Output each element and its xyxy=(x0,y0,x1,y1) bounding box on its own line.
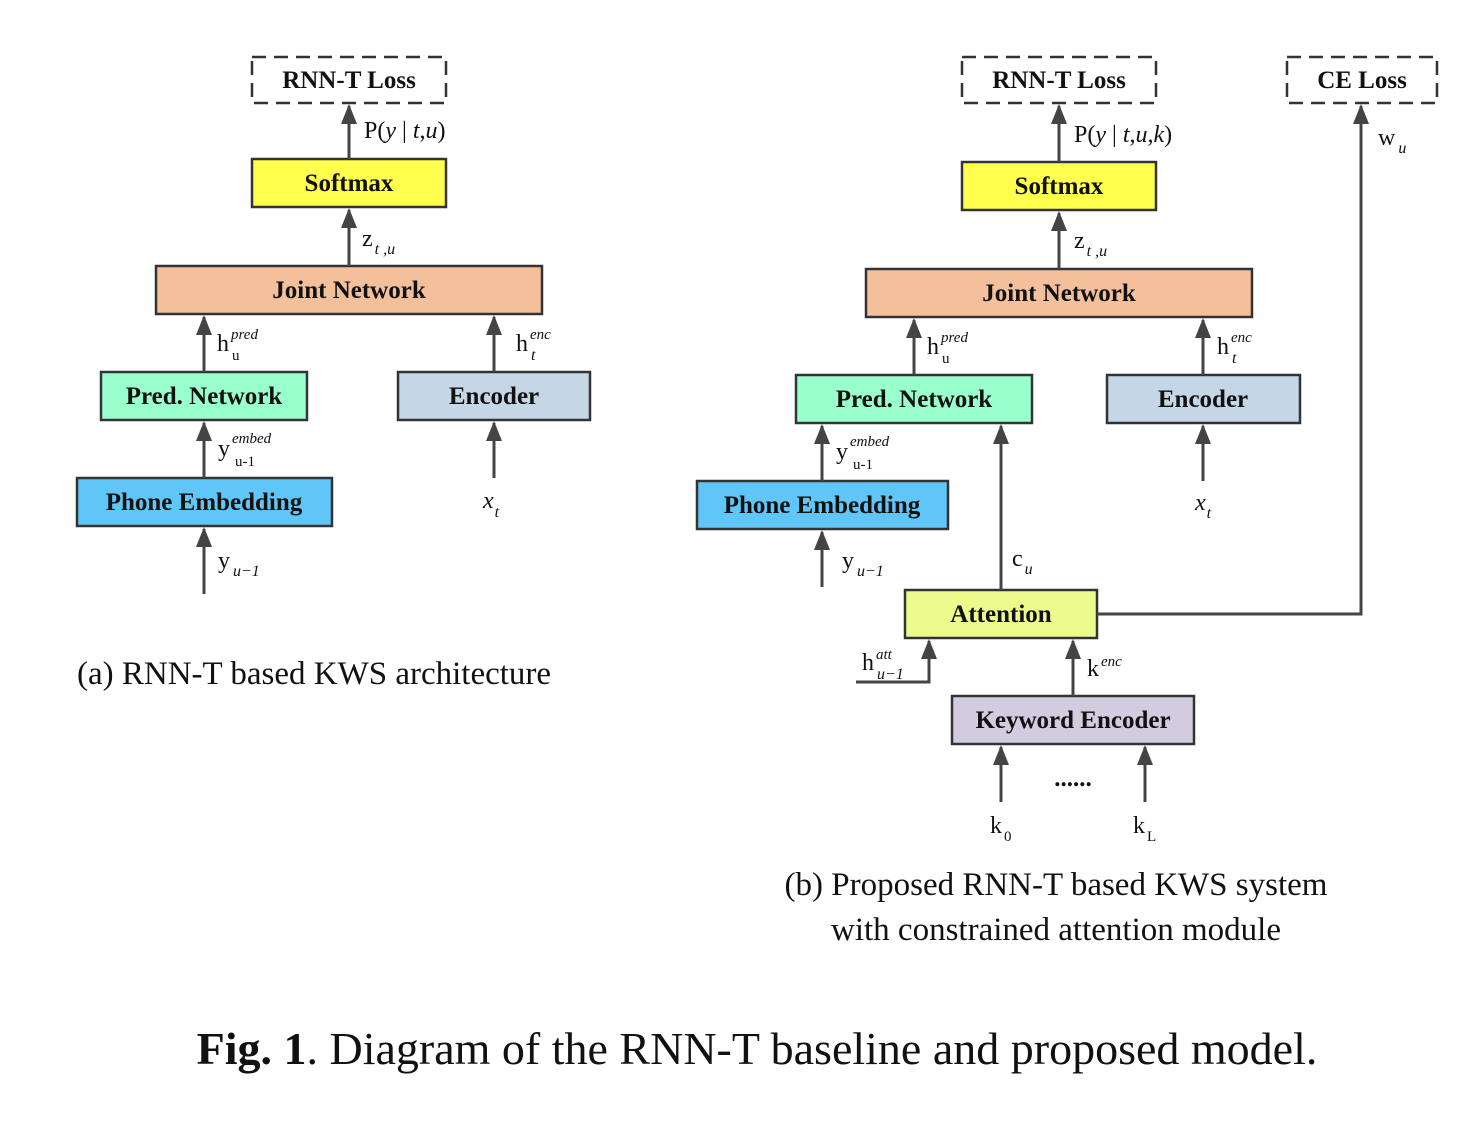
figure-caption: Fig. 1. Diagram of the RNN-T baseline an… xyxy=(197,1023,1318,1074)
panel-b-keyword-ellipsis: ...... xyxy=(1054,765,1092,792)
panel-b: RNN-T Loss CE Loss Softmax Joint Network… xyxy=(695,55,1439,948)
panel-a-phone-embedding-label: Phone Embedding xyxy=(106,489,303,516)
panel-b-attention-label: Attention xyxy=(950,601,1051,628)
panel-a-joint-network-box xyxy=(154,264,544,316)
panel-b-softmax-label: Softmax xyxy=(1015,173,1104,200)
panel-b-rnnt-loss-label: RNN-T Loss xyxy=(992,67,1126,94)
panel-a-h-enc-sub: t xyxy=(531,347,536,364)
panel-b-phone-embedding-label: Phone Embedding xyxy=(724,492,921,519)
panel-b-encoder-label: Encoder xyxy=(1158,386,1248,413)
panel-a-softmax-label: Softmax xyxy=(305,170,394,197)
panel-b-arrow-h-att-attention xyxy=(856,639,937,684)
panel-b-y-embed-sub: u-1 xyxy=(853,457,873,473)
panel-a: RNN-T Loss Softmax Joint Network Pred. N… xyxy=(75,55,592,692)
panel-b-x-label: xt xyxy=(1194,490,1212,522)
panel-b-arrow-attention-ce-loss xyxy=(1097,104,1369,616)
panel-a-joint-network-label: Joint Network xyxy=(272,277,426,304)
panel-a-rnnt-loss-box xyxy=(250,55,448,105)
panel-b-h-pred-sub: u xyxy=(942,351,950,367)
panel-b-phone-embedding-box xyxy=(695,479,950,531)
panel-b-keyword-encoder-box xyxy=(950,694,1196,746)
panel-a-encoder-label: Encoder xyxy=(449,383,539,410)
panel-a-rnnt-loss-label: RNN-T Loss xyxy=(282,67,416,94)
panel-b-ce-loss-label: CE Loss xyxy=(1317,67,1407,94)
panel-b-joint-network-label: Joint Network xyxy=(982,280,1136,307)
panel-a-pred-network-box xyxy=(99,370,309,422)
panel-b-h-enc-sub: t xyxy=(1232,350,1237,367)
panel-a-caption: (a) RNN-T based KWS architecture xyxy=(77,656,551,692)
figure-caption-text: . Diagram of the RNN-T baseline and prop… xyxy=(306,1023,1317,1074)
panel-b-h-att-sub: u−1 xyxy=(877,666,904,683)
panel-b-joint-network-box xyxy=(864,267,1254,319)
panel-b-prob-label: P(y | t,u,k) xyxy=(1074,122,1172,148)
panel-b-caption-line1: (b) Proposed RNN-T based KWS system xyxy=(785,867,1328,903)
panel-b-attention-box xyxy=(903,588,1099,640)
panel-a-x-label: xt xyxy=(482,488,500,521)
panel-a-pred-network-label: Pred. Network xyxy=(126,383,283,410)
panel-b-pred-network-label: Pred. Network xyxy=(836,386,993,413)
panel-b-pred-network-box xyxy=(794,373,1034,425)
panel-a-y-embed-sub: u-1 xyxy=(235,454,255,470)
panel-b-rnnt-loss-box xyxy=(960,55,1158,105)
panel-b-keyword-encoder-label: Keyword Encoder xyxy=(975,707,1170,734)
figure-caption-label: Fig. 1 xyxy=(197,1023,307,1074)
panel-b-ce-loss-box xyxy=(1285,55,1439,105)
panel-b-caption-line2: with constrained attention module xyxy=(831,912,1281,948)
panel-a-prob-label: P(y | t,u) xyxy=(364,118,445,144)
panel-a-h-pred-sub: u xyxy=(232,348,240,364)
